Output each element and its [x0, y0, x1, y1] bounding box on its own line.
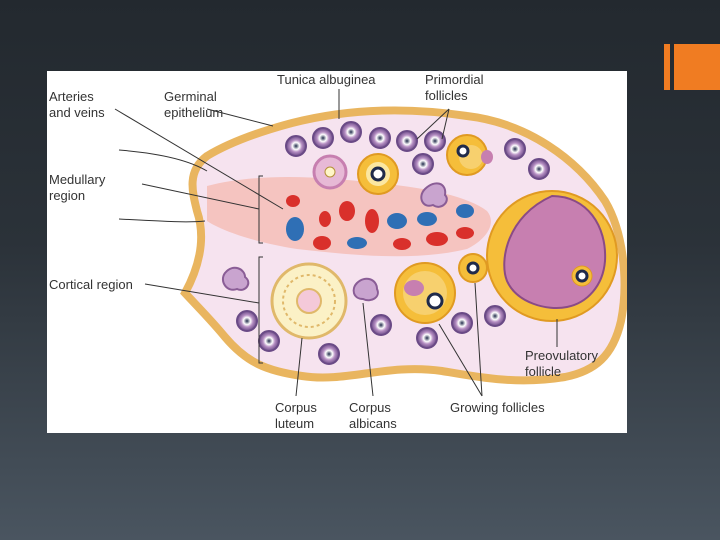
- label-corpus-albicans: Corpus albicans: [349, 400, 397, 431]
- corpus-albicans: [221, 266, 250, 291]
- blood-vessels: [286, 195, 474, 250]
- primordial-follicle: [396, 130, 418, 152]
- label-arteries-veins: Arteries and veins: [49, 89, 105, 120]
- oocyte: [324, 166, 336, 178]
- medullary-bracket: [258, 175, 263, 244]
- growing-follicles: [357, 134, 493, 324]
- label-preovulatory-follicle: Preovulatory follicle: [525, 348, 602, 379]
- antrum: [404, 280, 424, 296]
- accent-bar: [664, 44, 670, 90]
- primordial-follicle: [236, 310, 258, 332]
- artery: [339, 201, 355, 221]
- oocyte: [466, 261, 480, 275]
- primordial-follicles: [236, 121, 550, 365]
- corpus-albicans: [352, 277, 379, 302]
- primordial-follicle: [484, 305, 506, 327]
- artery: [365, 209, 379, 233]
- vein: [347, 237, 367, 249]
- primordial-follicle: [504, 138, 526, 160]
- ovary-diagram: Arteries and veins Germinal epithelium T…: [49, 72, 627, 431]
- artery: [286, 195, 300, 207]
- oocyte: [575, 269, 589, 283]
- artery: [393, 238, 411, 250]
- accent-square: [674, 44, 720, 90]
- label-germinal-epithelium: Germinal epithelium: [164, 89, 223, 120]
- vein: [387, 213, 407, 229]
- cortical-bracket: [258, 256, 263, 364]
- primordial-follicle: [424, 130, 446, 152]
- label-primordial-follicles: Primordial follicles: [425, 72, 487, 103]
- artery: [426, 232, 448, 246]
- label-cortical-region: Cortical region: [49, 277, 133, 292]
- corpus-luteum: [270, 262, 348, 340]
- hilum-line: [118, 149, 208, 172]
- corpus-albicans: [420, 182, 448, 208]
- artery: [313, 236, 331, 250]
- primordial-follicle: [258, 330, 280, 352]
- primordial-follicle: [318, 343, 340, 365]
- primordial-follicle: [312, 127, 334, 149]
- vein: [286, 217, 304, 241]
- primordial-follicle: [369, 127, 391, 149]
- hilum-line: [118, 218, 206, 223]
- antrum: [481, 150, 493, 164]
- primordial-follicle: [340, 121, 362, 143]
- label-corpus-luteum: Corpus luteum: [275, 400, 321, 431]
- primordial-follicle: [285, 135, 307, 157]
- primordial-follicle: [412, 153, 434, 175]
- oocyte: [370, 166, 386, 182]
- label-medullary-region: Medullary region: [49, 172, 109, 203]
- vein: [417, 212, 437, 226]
- primordial-follicle: [416, 327, 438, 349]
- artery: [456, 227, 474, 239]
- ovary-diagram-panel: Arteries and veins Germinal epithelium T…: [47, 71, 627, 433]
- primordial-follicle: [370, 314, 392, 336]
- oocyte: [426, 292, 444, 310]
- corpora-albicantia: [221, 182, 448, 302]
- leader-lines: [114, 89, 558, 397]
- primordial-follicle: [451, 312, 473, 334]
- label-growing-follicles: Growing follicles: [450, 400, 545, 415]
- vein: [456, 204, 474, 218]
- artery: [319, 211, 331, 227]
- primordial-follicle: [528, 158, 550, 180]
- oocyte: [456, 144, 470, 158]
- preovulatory-follicle: [486, 190, 618, 322]
- label-tunica-albuginea: Tunica albuginea: [277, 72, 376, 87]
